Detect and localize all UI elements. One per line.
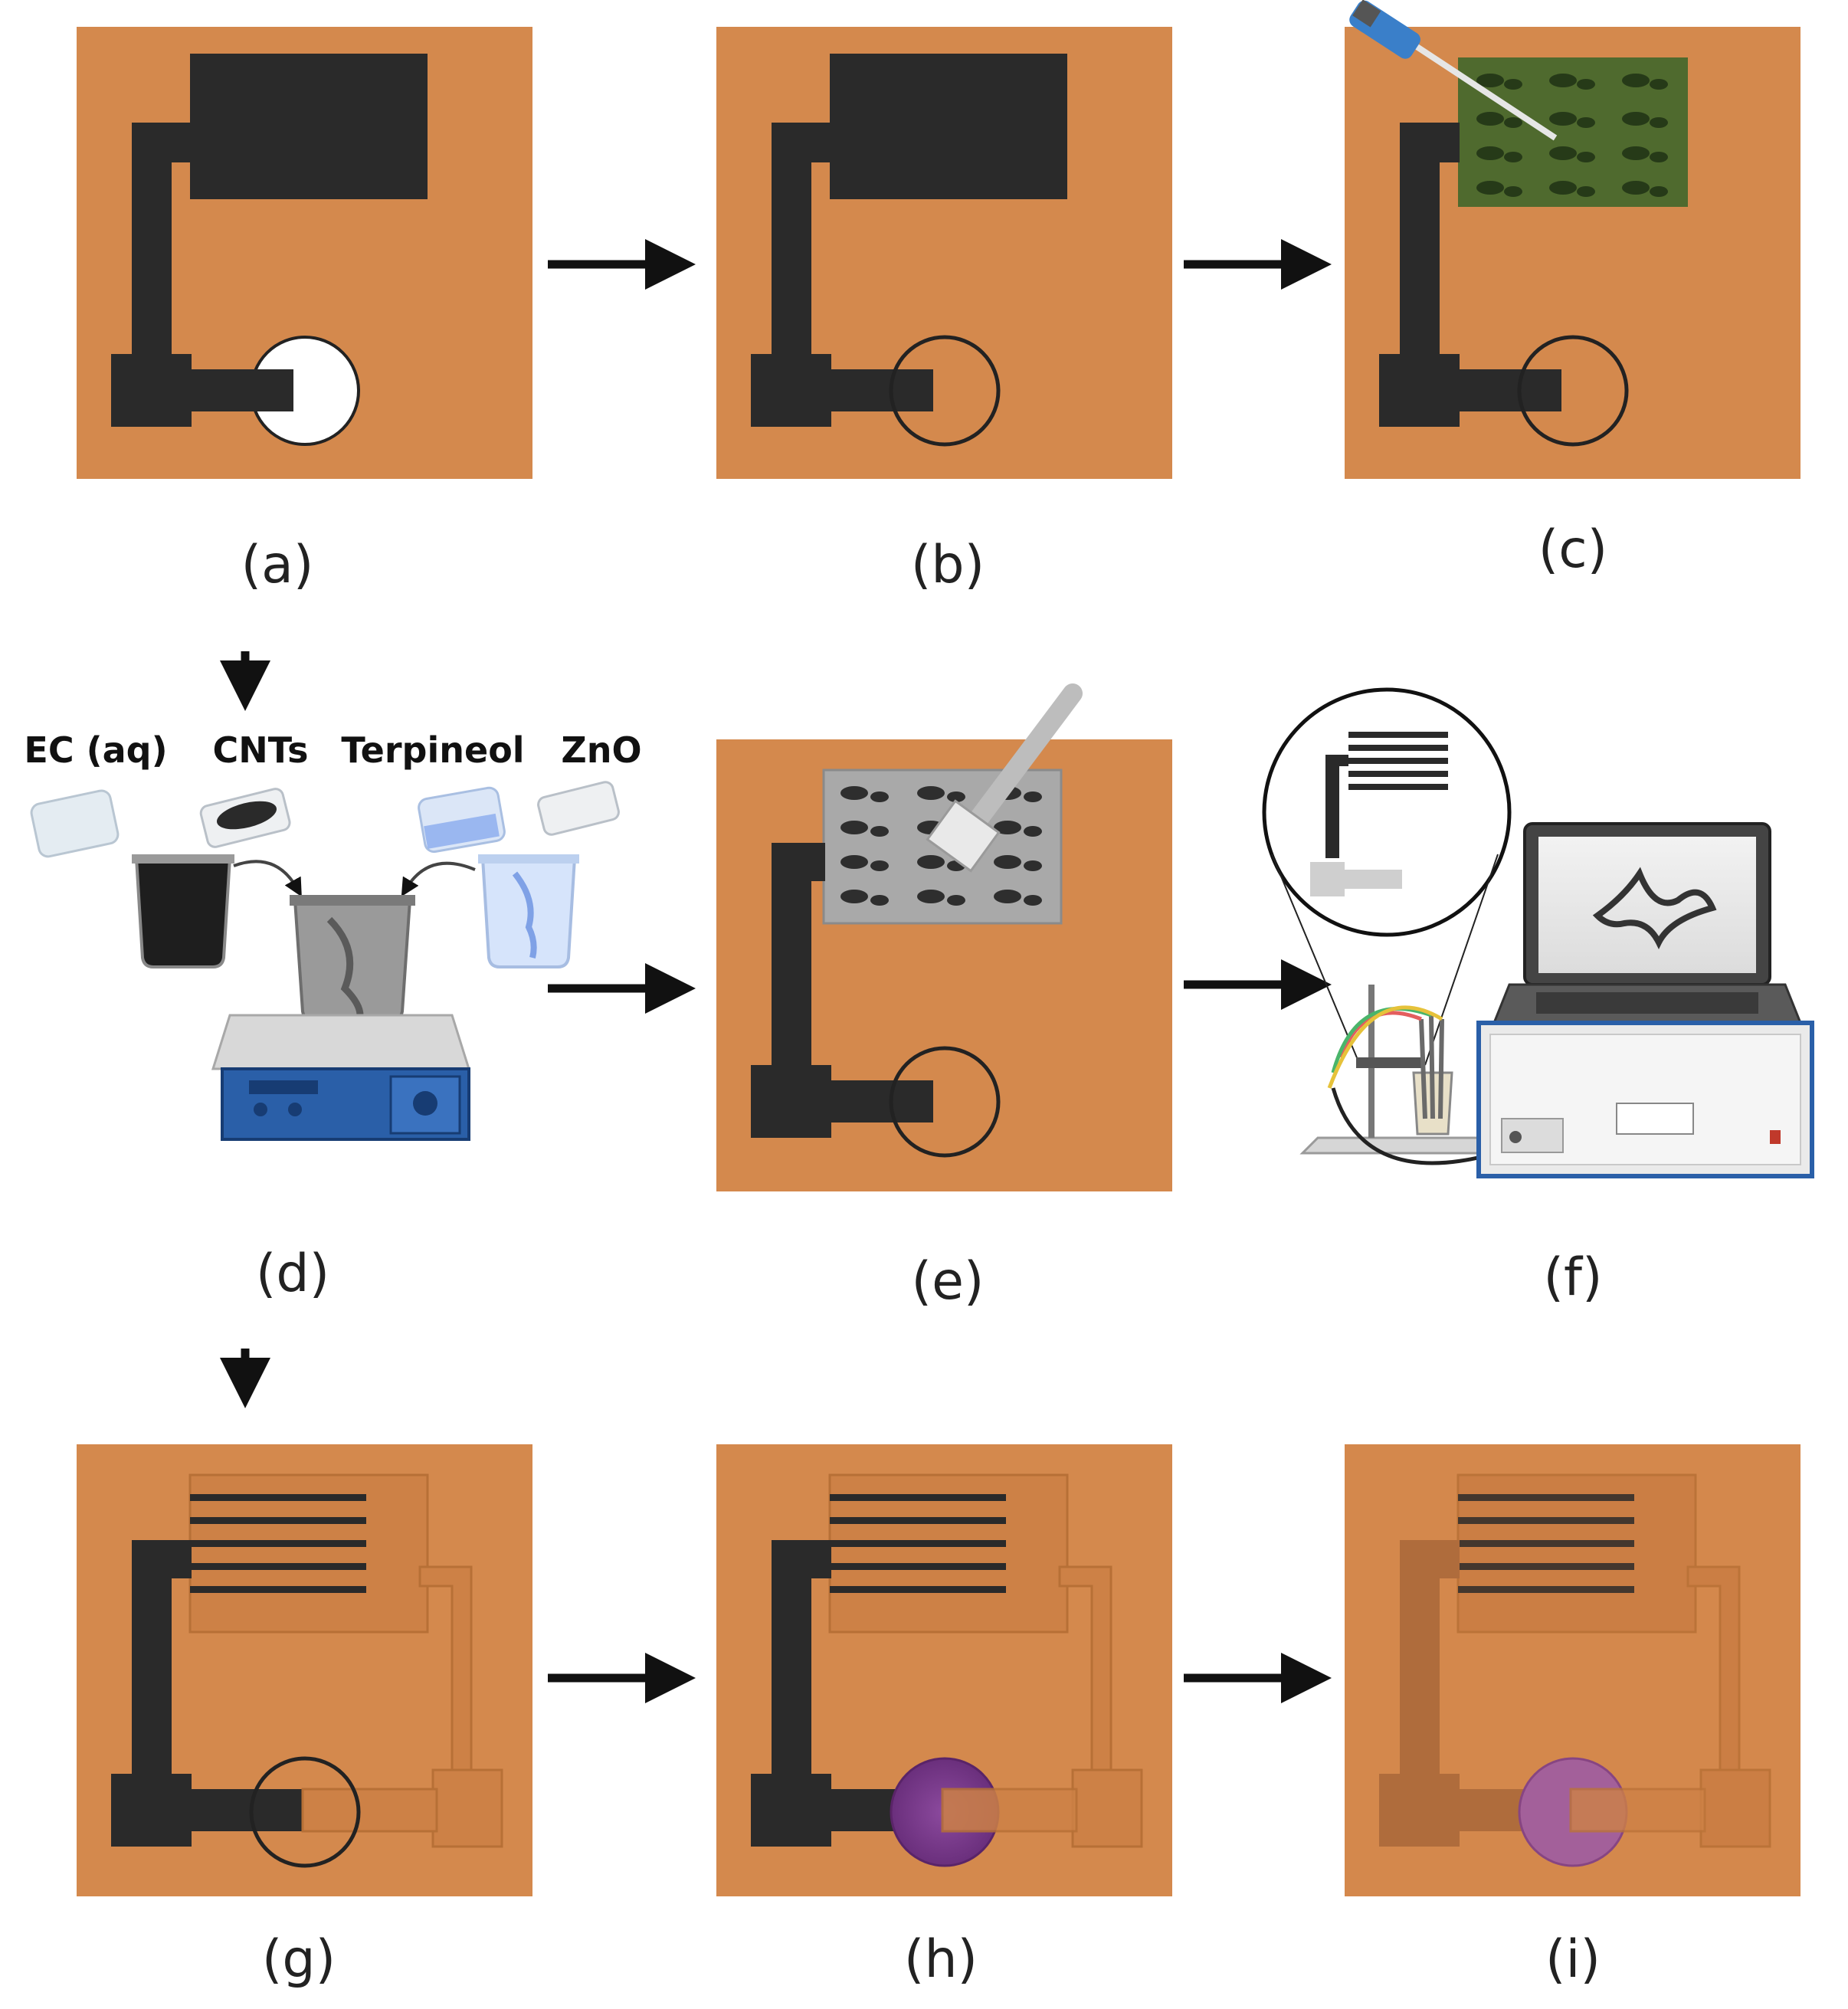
potentiostat-icon (1476, 1021, 1814, 1178)
panel-label-c: (c) (1538, 519, 1607, 580)
panel-label-e: (e) (912, 1251, 985, 1312)
connector-arrow-row2-row3 (220, 1344, 1655, 1408)
sensing-well (249, 1756, 361, 1868)
connector-arrow-row1-row2 (220, 647, 1655, 711)
panel-label-g: (g) (262, 1929, 336, 1990)
sensing-well (1517, 335, 1629, 447)
reagent-label-cnts: CNTs (213, 729, 309, 771)
reagent-label-terpineol: Terpineol (341, 729, 524, 771)
panel-label-d: (d) (256, 1244, 329, 1304)
stirrer-icon (211, 895, 471, 1141)
sensing-well (889, 335, 1001, 447)
panel-d: EC (aq) CNTs Terpineol ZnO (24, 729, 641, 1304)
panel-e: (e) (716, 683, 1172, 1312)
panel-f: (f) (1262, 687, 1814, 1308)
pipette-icon (1349, 0, 1558, 141)
panel-h: (h) (716, 1444, 1172, 1990)
panel-label-a: (a) (241, 535, 314, 595)
panel-c: (c) (1345, 0, 1800, 580)
panel-a: (a) (77, 27, 532, 595)
zno-dish-icon (537, 781, 620, 836)
reagent-label-ec: EC (aq) (24, 729, 167, 771)
magnifier-icon (1262, 687, 1512, 1066)
panel-i: (i) (1345, 1444, 1800, 1990)
beaker-icon (132, 854, 234, 968)
panel-label-f: (f) (1544, 1247, 1603, 1308)
panel-label-i: (i) (1545, 1929, 1601, 1990)
panel-label-b: (b) (911, 535, 985, 595)
electrode-track (132, 123, 192, 354)
sensing-well (889, 1046, 1001, 1158)
panel-b: (b) (716, 27, 1172, 595)
interdigitated-electrode (188, 1473, 429, 1634)
panel-g: (g) (77, 1444, 532, 1990)
beaker-icon (478, 854, 579, 968)
squeegee-icon (926, 683, 1083, 873)
reagent-label-zno: ZnO (561, 729, 641, 771)
laptop-icon (1492, 822, 1803, 1024)
ec-container-icon (30, 789, 120, 858)
panel-label-h: (h) (904, 1929, 978, 1990)
electrochemical-cell-icon (1299, 985, 1510, 1165)
contact-pad (190, 54, 428, 199)
